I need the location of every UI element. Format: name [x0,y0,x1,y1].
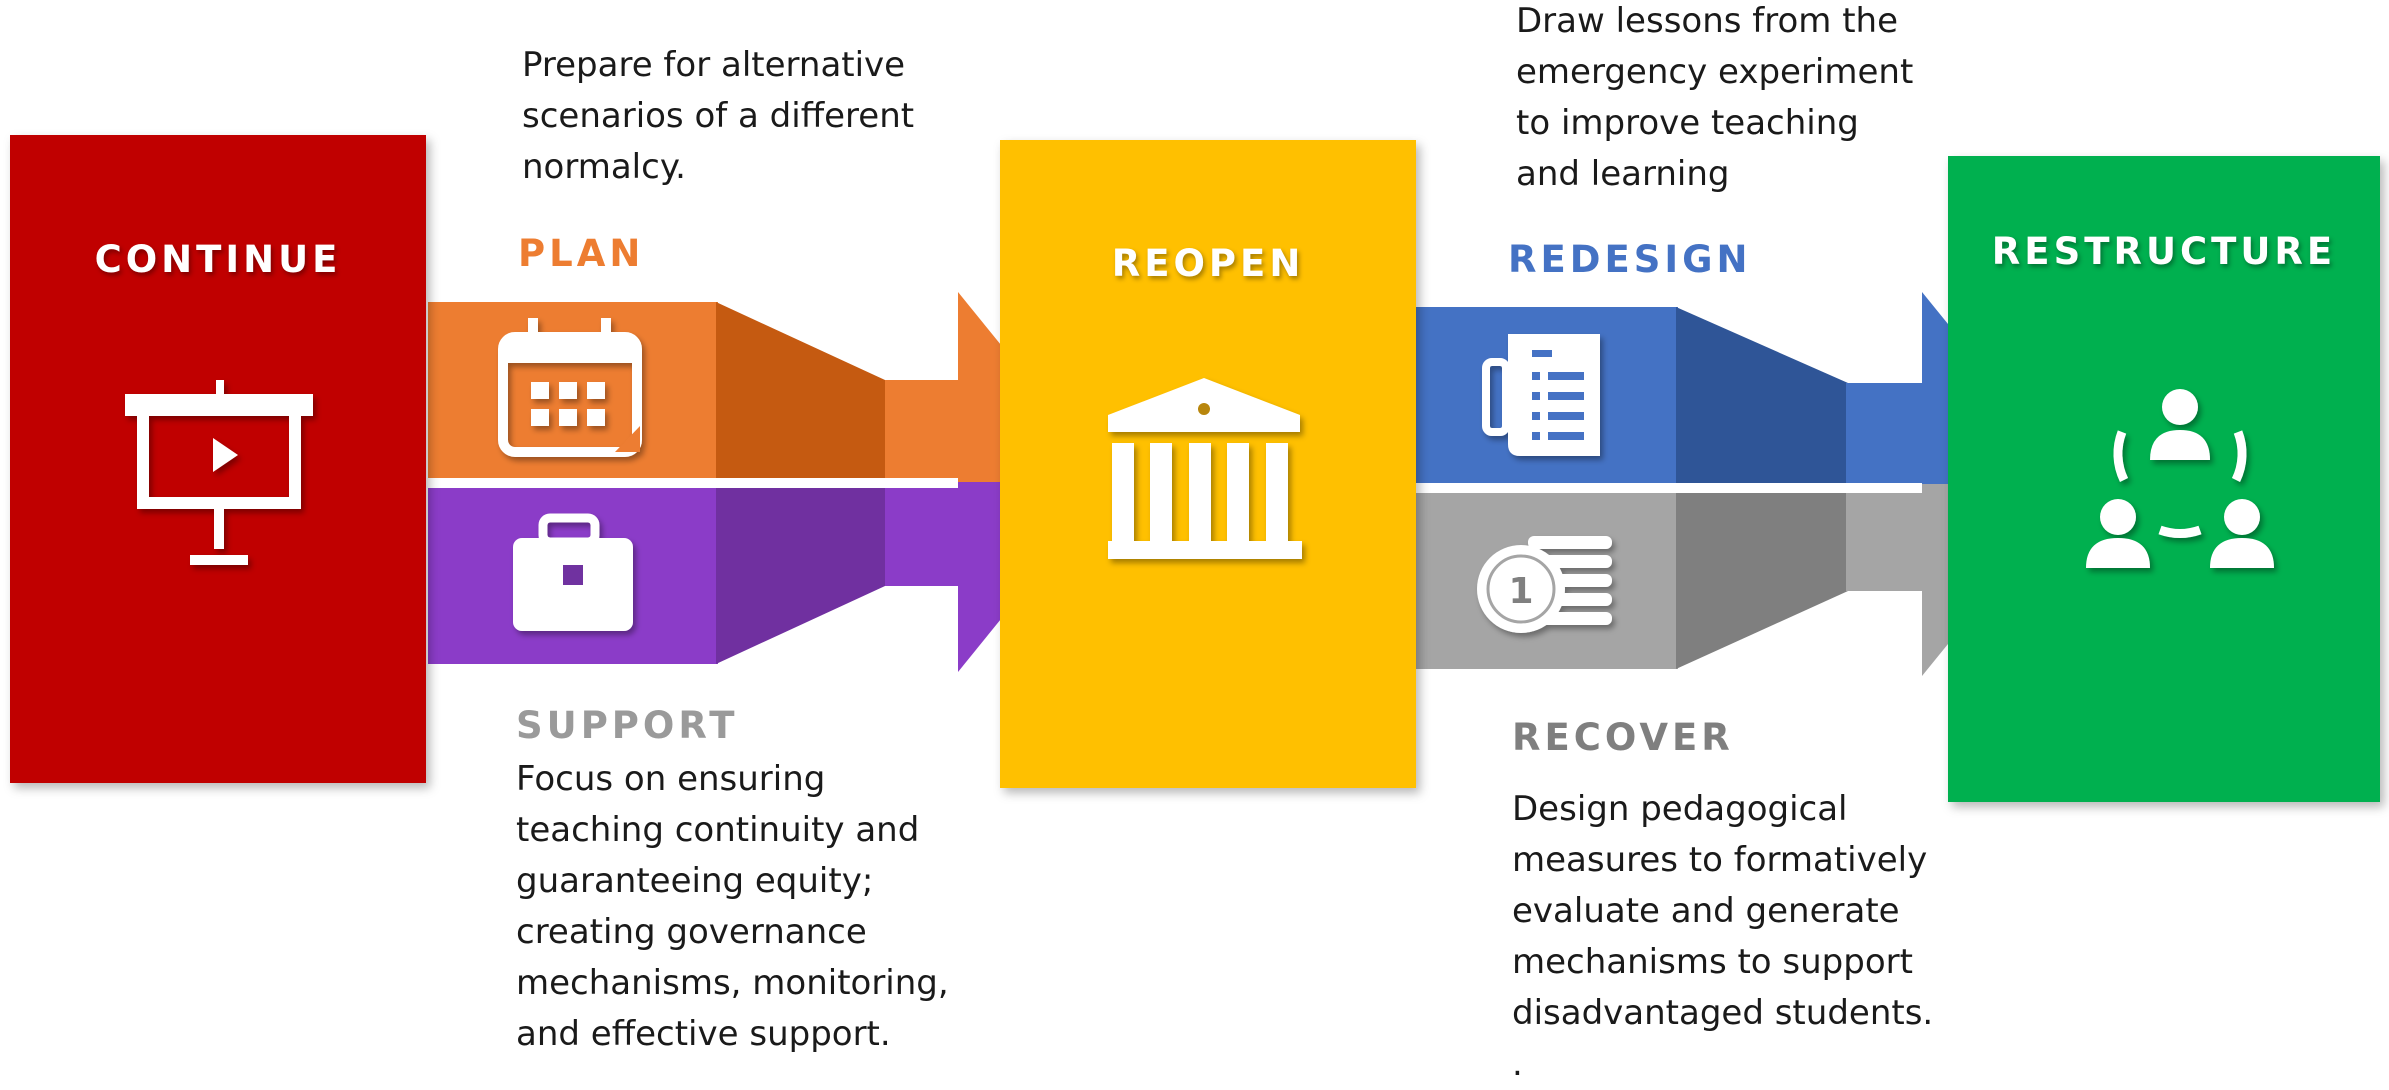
briefcase-icon [513,513,633,631]
redesign-title: REDESIGN [1508,238,1752,281]
svg-text:1: 1 [1508,571,1533,612]
reopen-title: REOPEN [1111,242,1305,285]
education-response-diagram: 1 CONTINUE REOPEN RESTRUCTURE PLAN SUPPO… [10,1,2380,1084]
institution-building-icon [1108,378,1302,559]
restructure-title: RESTRUCTURE [1991,230,2337,273]
plan-title: PLAN [518,232,645,275]
coins-icon: 1 [1477,536,1612,633]
calendar-icon [498,318,642,457]
support-title: SUPPORT [516,704,739,747]
support-description: Focus on ensuring teaching continuity an… [516,759,949,1054]
plan-description: Prepare for alternative scenarios of a d… [522,45,915,187]
redesign-description: Draw lessons from the emergency experime… [1516,1,1914,194]
presentation-board-icon [125,380,313,565]
restructure-box [1948,156,2380,802]
recover-description: Design pedagogical measures to formative… [1512,789,1934,1084]
continue-title: CONTINUE [94,238,342,281]
team-cycle-icon [2086,389,2274,568]
diagram-canvas: 1 [10,135,2380,802]
document-list-icon [1482,334,1600,456]
recover-title: RECOVER [1512,716,1734,759]
